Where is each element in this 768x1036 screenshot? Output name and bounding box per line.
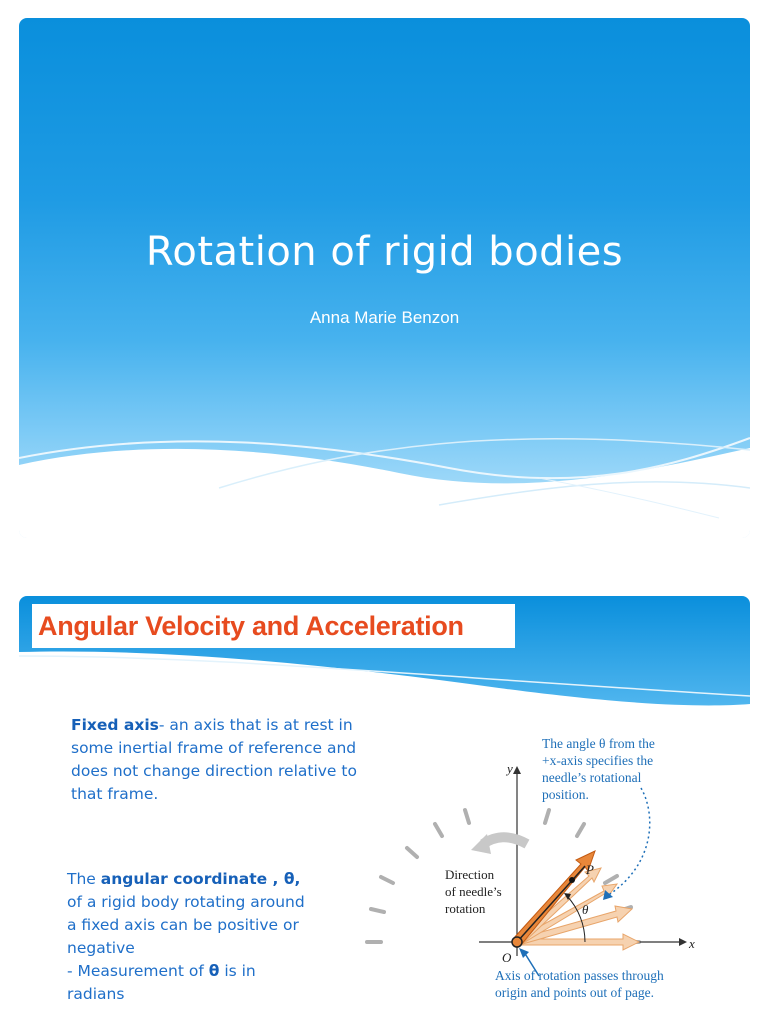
bullet-prefix: - Measurement of: [67, 962, 209, 980]
x-axis-label: x: [688, 936, 695, 951]
slide-subtitle: Anna Marie Benzon: [309, 308, 460, 327]
bullet-suffix: is in radians: [67, 962, 256, 1003]
title-slide: Rotation of rigid bodies Anna Marie Benz…: [19, 18, 750, 538]
term-angular-coordinate: angular coordinate , θ,: [100, 870, 301, 888]
wave-decoration: [19, 437, 750, 538]
needle-arrow: [512, 850, 596, 946]
direction-label: Direction of needle’s rotation: [445, 867, 505, 916]
rotation-arrows: [516, 867, 641, 951]
theta-label: θ: [582, 902, 589, 917]
fixed-axis-paragraph: Fixed axis- an axis that is at rest in s…: [71, 714, 371, 806]
angular-coordinate-paragraph: The angular coordinate , θ, of a rigid b…: [67, 868, 307, 1006]
term-fixed-axis: Fixed axis: [71, 716, 159, 734]
caption-bottom: Axis of rotation passes through origin a…: [495, 968, 667, 1000]
slide-heading: Angular Velocity and Acceleration: [32, 604, 515, 648]
rotation-figure: y x O P θ Direction of needle’s rotation…: [365, 736, 695, 1000]
angular-coordinate-definition: of a rigid body rotating around a fixed …: [67, 893, 305, 957]
origin-label: O: [502, 950, 512, 965]
caption-top: The angle θ from the +x-axis specifies t…: [542, 736, 658, 802]
y-axis-label: y: [505, 761, 513, 776]
content-slide: Angular Velocity and Acceleration Fixed …: [19, 596, 750, 1036]
slide-title: Rotation of rigid bodies: [145, 229, 624, 275]
fixed-axis-definition: - an axis that is at rest in some inerti…: [71, 716, 357, 803]
point-p-label: P: [585, 862, 594, 877]
para-lead: The: [67, 870, 101, 888]
theta-symbol: θ: [208, 962, 220, 980]
